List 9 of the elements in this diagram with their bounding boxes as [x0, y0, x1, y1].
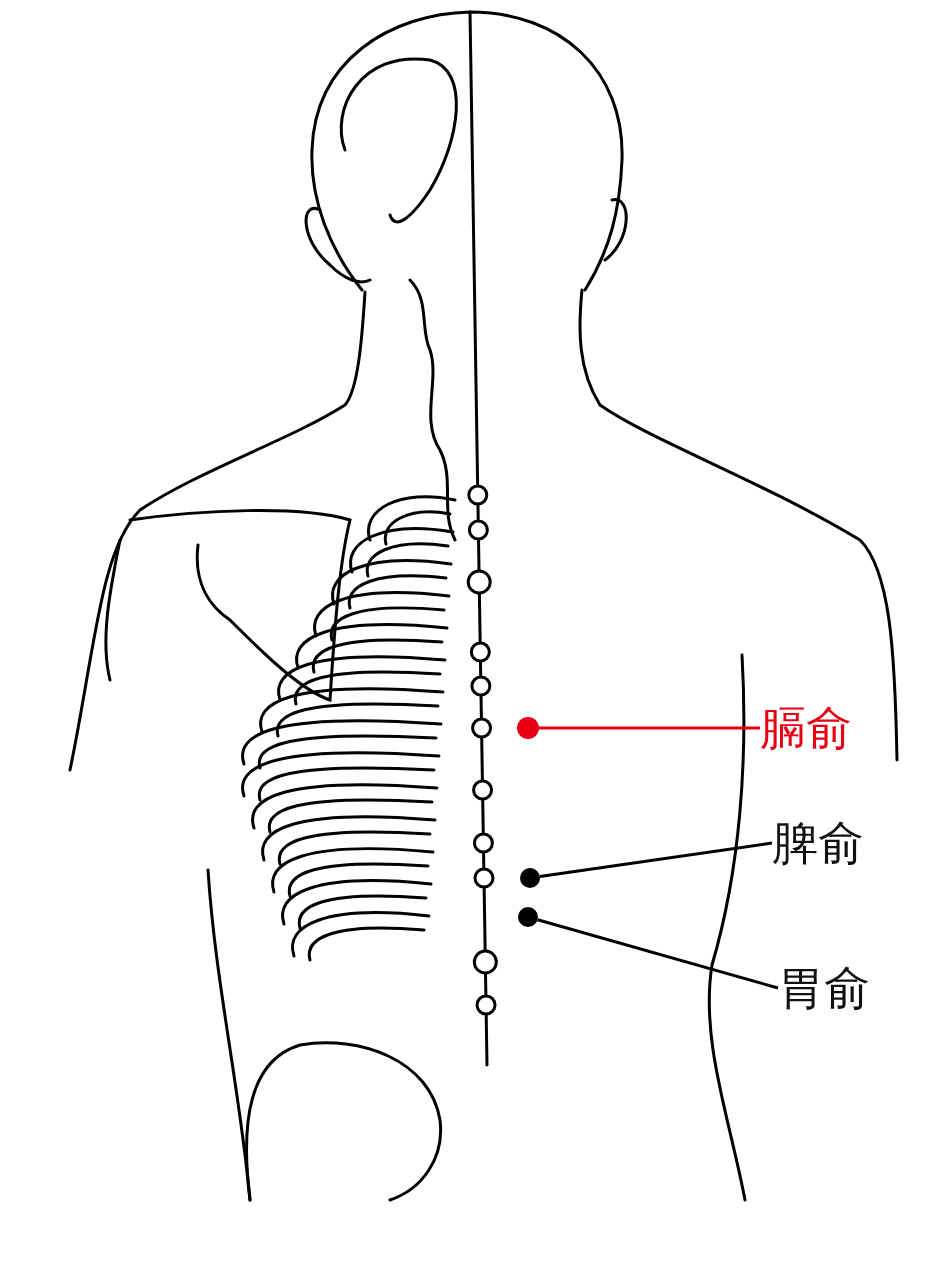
- acupoint-label: 脾俞: [772, 815, 864, 871]
- leader-line: [539, 726, 760, 730]
- acupoint-label: 胃俞: [778, 960, 870, 1016]
- acupoint-label: 膈俞: [760, 700, 852, 756]
- acupoint-dot: [520, 868, 540, 888]
- acupoint-dot: [517, 717, 539, 739]
- leader-line: [539, 841, 773, 879]
- acupoint-dot: [518, 907, 538, 927]
- leader-line: [537, 918, 779, 990]
